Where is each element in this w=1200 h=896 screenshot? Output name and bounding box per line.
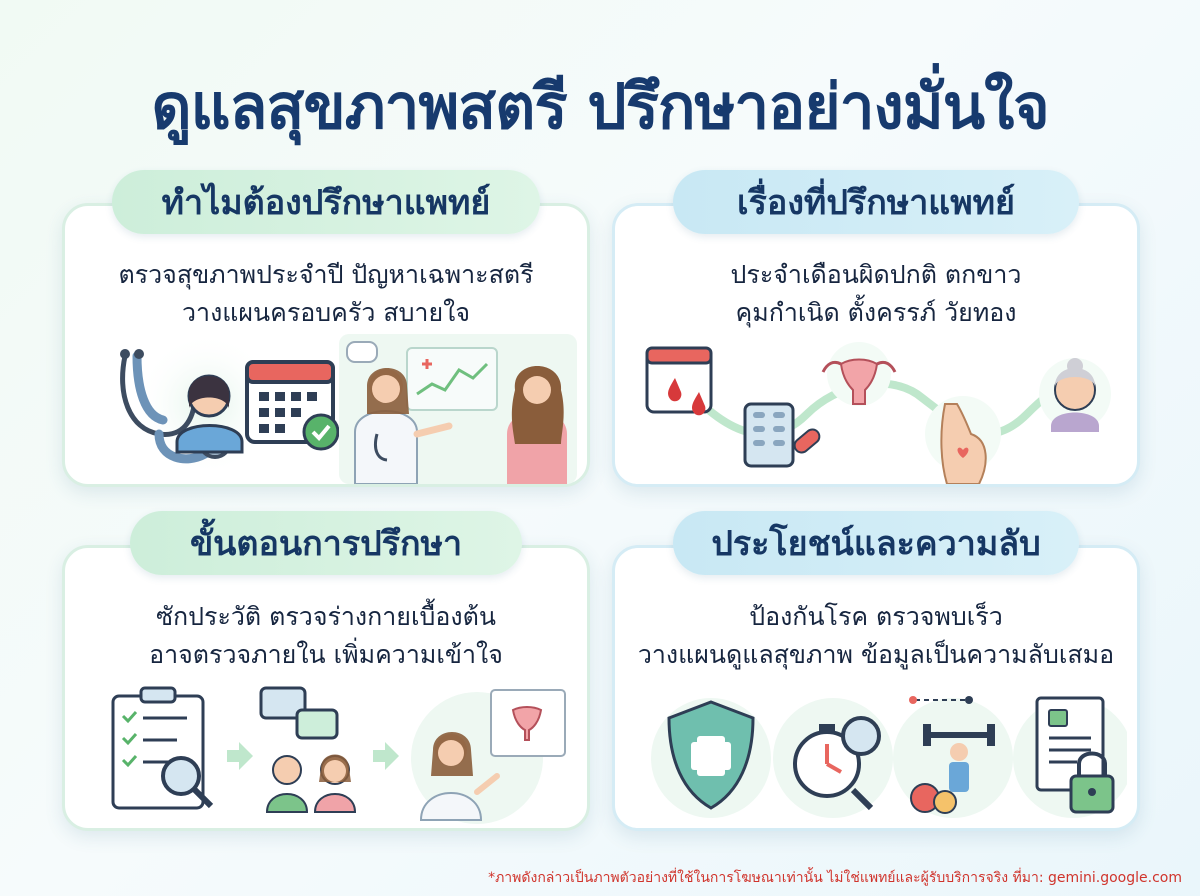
locked-document-icon — [1013, 696, 1127, 818]
shield-plus-icon — [651, 698, 771, 818]
clipboard-search-icon — [111, 686, 214, 810]
pill-pack-icon — [743, 402, 821, 468]
fitness-fruit-icon — [893, 696, 1013, 818]
card-benefits: ป้องกันโรค ตรวจพบเร็ว วางแผนดูแลสุขภาพ ข… — [612, 545, 1140, 831]
card-steps: ซักประวัติ ตรวจร่างกายเบื้องต้น อาจตรวจภ… — [62, 545, 590, 831]
page-title: ดูแลสุขภาพสตรี ปรึกษาอย่างมั่นใจ — [151, 70, 1049, 143]
card-steps-line1: ซักประวัติ ตรวจร่างกายเบื้องต้น — [156, 602, 496, 631]
card-why-heading: ทำไมต้องปรึกษาแพทย์ — [112, 170, 540, 234]
stopwatch-magnifier-icon — [773, 698, 893, 818]
pregnant-woman-icon — [925, 396, 1001, 484]
why-consult-illustration — [120, 334, 577, 484]
card-benefits-line2: วางแผนดูแลสุขภาพ ข้อมูลเป็นความลับเสมอ — [637, 640, 1115, 669]
steps-illustration — [111, 686, 566, 824]
doctor-uterus-chart-illustration — [411, 689, 566, 824]
card-benefits-line1: ป้องกันโรค ตรวจพบเร็ว — [749, 602, 1003, 631]
card-topics: ประจำเดือนผิดปกติ ตกขาว คุมกำเนิด ตั้งคร… — [612, 203, 1140, 487]
card-topics-line2: คุมกำเนิด ตั้งครรภ์ วัยทอง — [735, 298, 1017, 327]
conversation-people-icon — [259, 686, 357, 813]
topics-illustration — [645, 342, 1111, 484]
card-topics-heading: เรื่องที่ปรึกษาแพทย์ — [673, 170, 1079, 234]
calendar-blood-drop-icon — [645, 346, 713, 416]
uterus-icon — [821, 342, 897, 406]
doctor-consult-illustration — [339, 334, 577, 484]
card-topics-line1: ประจำเดือนผิดปกติ ตกขาว — [730, 260, 1022, 289]
calendar-check-icon — [245, 360, 340, 451]
card-benefits-heading: ประโยชน์และความลับ — [673, 511, 1079, 575]
doctor-avatar-icon — [175, 374, 244, 454]
elderly-woman-icon — [1039, 358, 1111, 432]
card-why-line1: ตรวจสุขภาพประจำปี ปัญหาเฉพาะสตรี — [118, 260, 534, 289]
disclaimer-footer: *ภาพดังกล่าวเป็นภาพตัวอย่างที่ใช้ในการโฆ… — [488, 870, 1182, 886]
card-why-consult: ตรวจสุขภาพประจำปี ปัญหาเฉพาะสตรี วางแผนค… — [62, 203, 590, 487]
card-steps-line2: อาจตรวจภายใน เพิ่มความเข้าใจ — [149, 640, 503, 669]
card-steps-heading: ขั้นตอนการปรึกษา — [130, 511, 522, 575]
card-why-line2: วางแผนครอบครัว สบายใจ — [182, 298, 470, 327]
benefits-illustration — [651, 696, 1127, 818]
